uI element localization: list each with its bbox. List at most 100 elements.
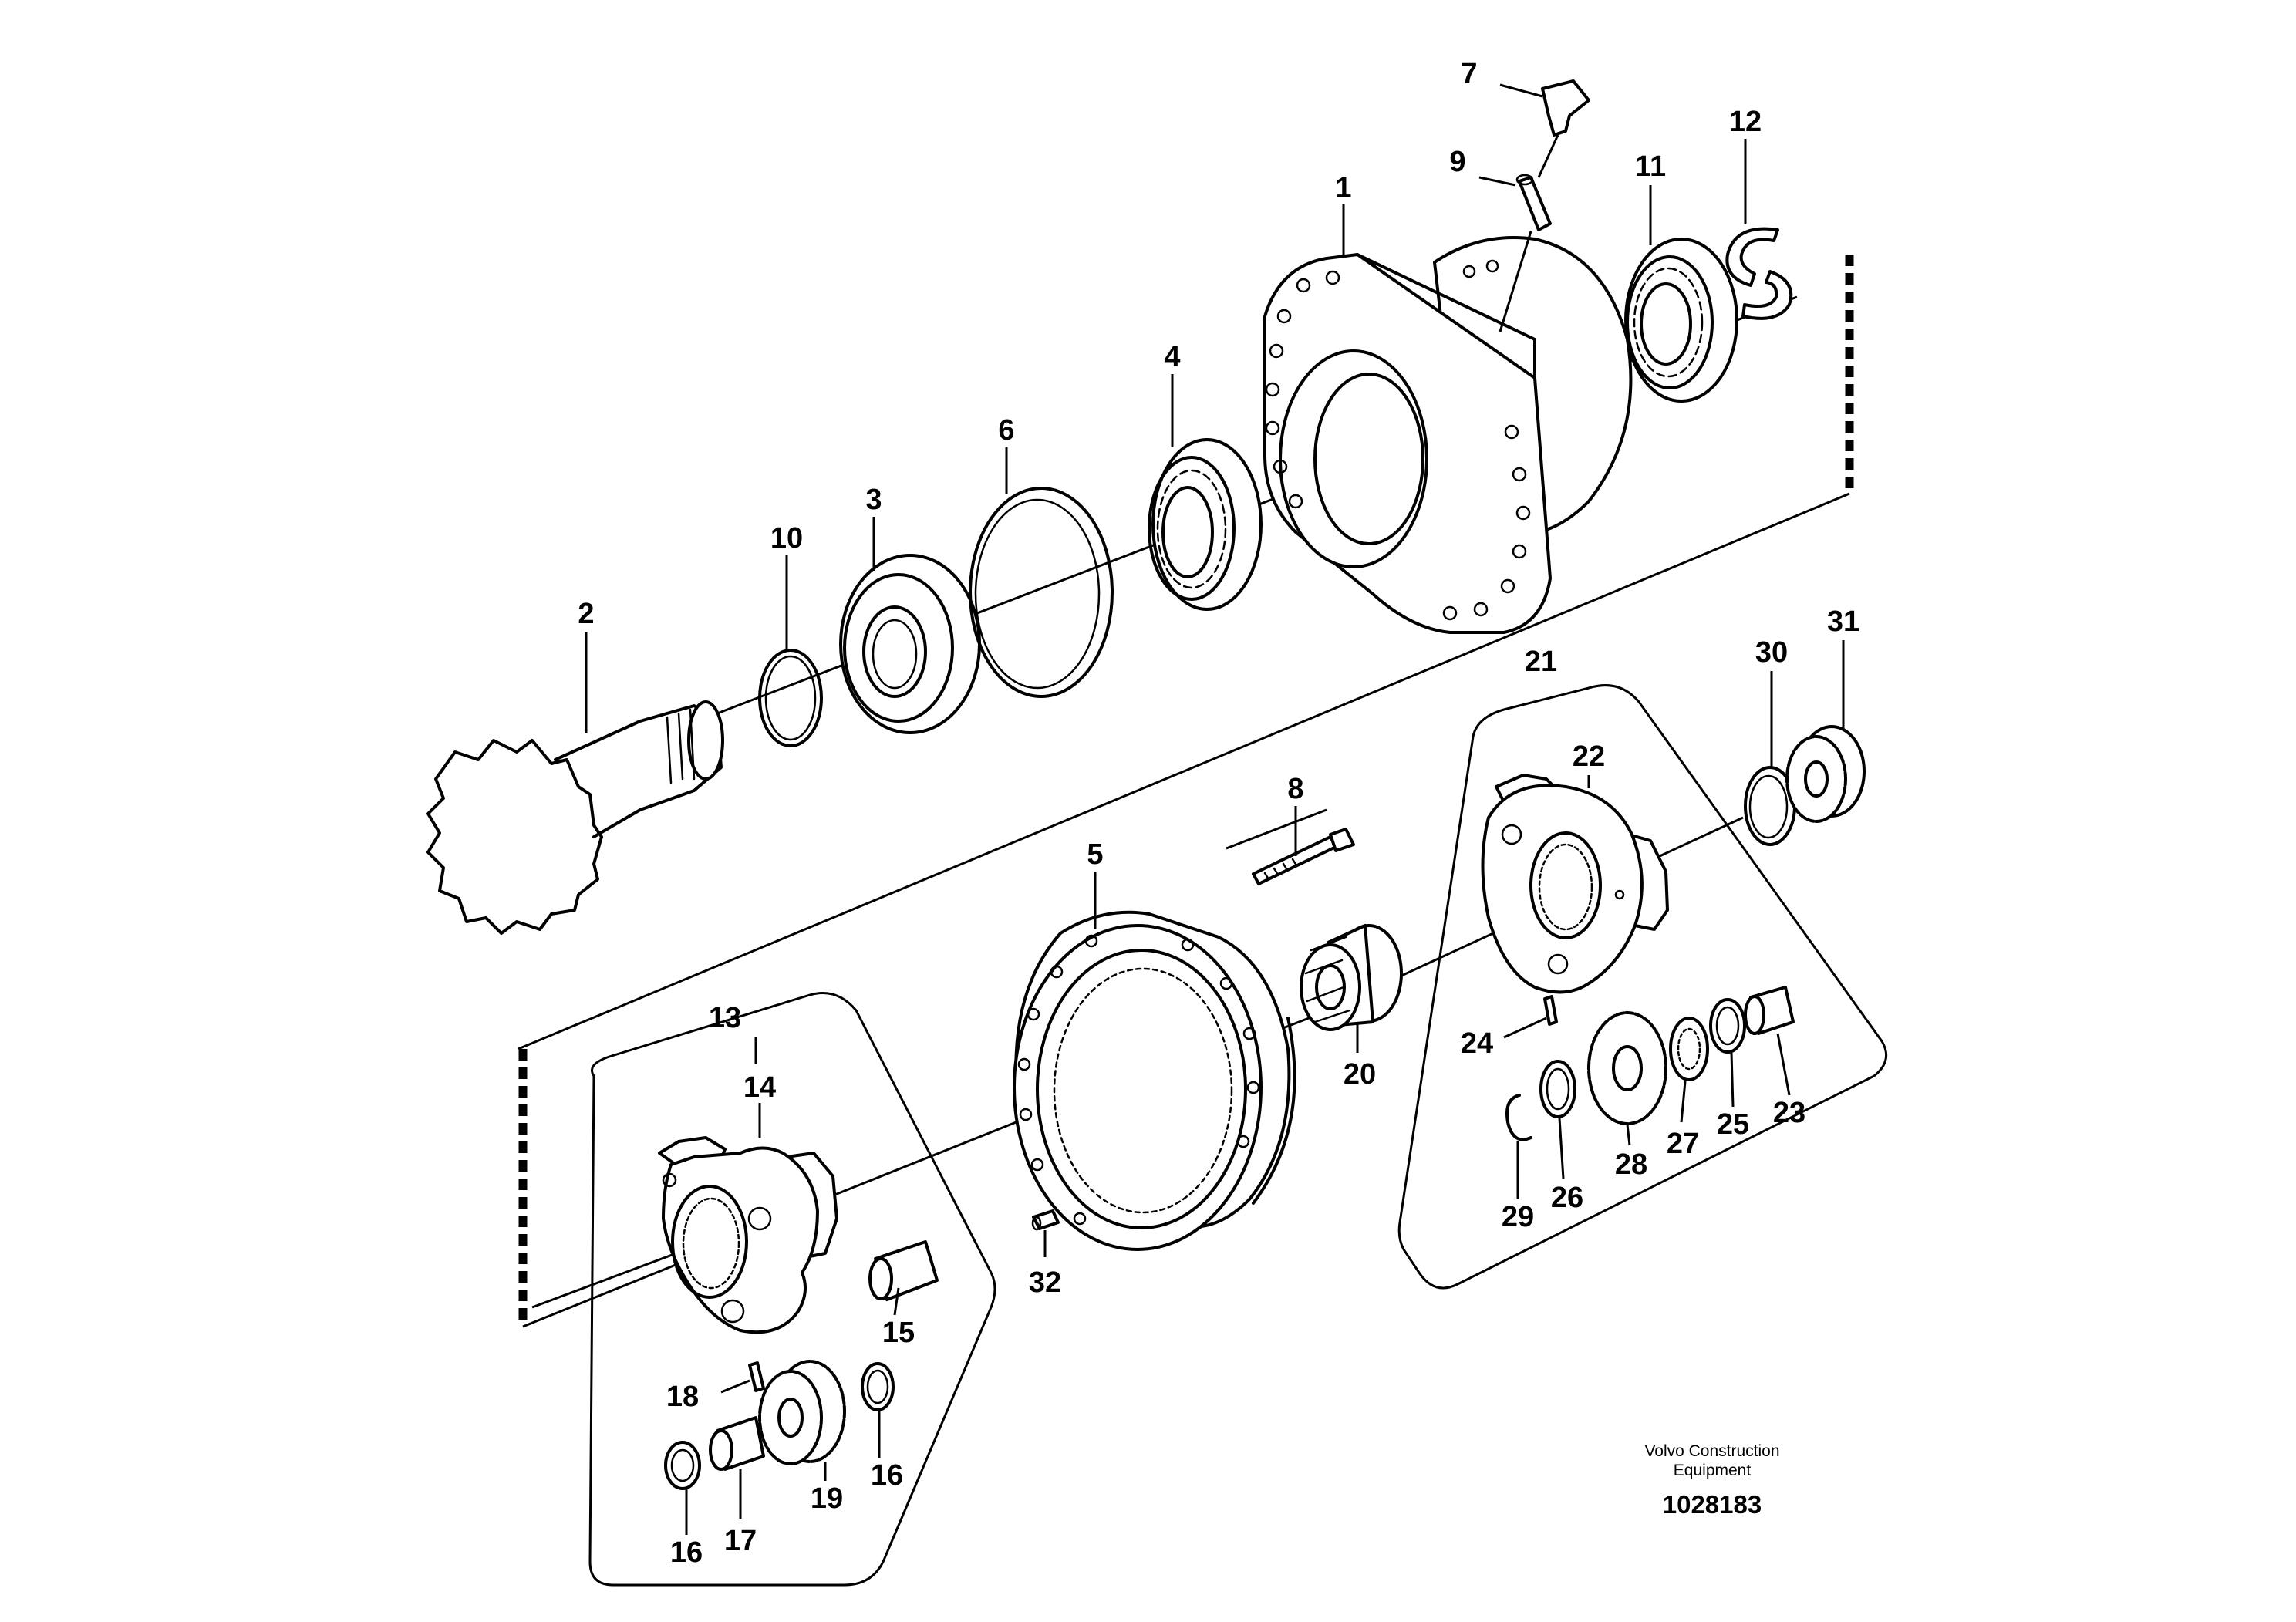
part-20-sun-gear [1300, 924, 1403, 1031]
carrier-hole-bottom [1547, 953, 1569, 975]
callout-14: 14 [743, 1071, 776, 1104]
part-18-roll-pin [748, 1361, 765, 1392]
callout-19: 19 [811, 1482, 843, 1515]
callout-1: 1 [1335, 172, 1351, 204]
drawing-reference-number: 1028183 [1663, 1490, 1762, 1519]
part-26-washer-outer [1539, 1060, 1576, 1118]
part-16-washer-right-inner [866, 1369, 889, 1404]
carrier-14-hole-top [747, 1206, 772, 1231]
part-10-o-ring-inner [764, 655, 817, 741]
callout-22: 22 [1573, 740, 1605, 773]
callout-31: 31 [1827, 605, 1859, 638]
callout-29: 29 [1502, 1201, 1534, 1233]
subassembly-21-outline [1397, 684, 1888, 1290]
callout-32: 32 [1029, 1266, 1061, 1299]
callout-25: 25 [1717, 1108, 1749, 1141]
callout-13: 13 [709, 1002, 741, 1034]
part-16-washer-right [861, 1362, 895, 1411]
bearing-11-inner [1640, 282, 1692, 366]
carrier-14-hole-left [662, 1172, 677, 1188]
part-3-seal [839, 554, 981, 734]
planet-28-bore [1612, 1045, 1643, 1091]
housing-bolt-holes [1265, 259, 1531, 621]
carrier-14-spline-inner [682, 1197, 740, 1290]
credit-line-2: Equipment [1674, 1462, 1752, 1479]
callout-18: 18 [666, 1381, 699, 1413]
bearing-outer [1151, 438, 1263, 611]
seal-bore [862, 605, 927, 698]
callout-15: 15 [882, 1317, 915, 1349]
credit-line-1: Volvo Construction [1644, 1442, 1779, 1460]
housing-flange-edge [1356, 253, 1536, 379]
callout-9: 9 [1449, 146, 1465, 178]
part-8-bolt [1252, 828, 1355, 885]
part-7-fitting [1499, 79, 1590, 332]
callout-4: 4 [1164, 341, 1180, 373]
pinion-spline-end [687, 700, 724, 781]
boundary-line-upper [518, 492, 1850, 1050]
ring-gear-bolt-holes [1017, 934, 1260, 1226]
part-25-washer-outer [1709, 998, 1746, 1054]
part-28-planet-gear [1587, 1011, 1667, 1125]
gear-31-face [1785, 735, 1847, 823]
callout-2: 2 [578, 598, 594, 630]
callout-28: 28 [1615, 1148, 1647, 1181]
part-16-washer-left [664, 1441, 701, 1490]
bearing-rollers [1156, 469, 1227, 589]
callout-10: 10 [770, 522, 803, 555]
callout-16-left: 16 [670, 1536, 703, 1569]
callout-7: 7 [1461, 58, 1477, 90]
ring-gear-rim [1252, 1017, 1296, 1205]
callout-24: 24 [1461, 1027, 1493, 1060]
callout-11: 11 [1635, 150, 1666, 183]
callout-8: 8 [1287, 773, 1303, 805]
sun-gear-face [1300, 943, 1361, 1031]
seal-face [843, 573, 954, 723]
part-32-pin [1031, 1209, 1060, 1231]
part-30-washer-inner [1748, 774, 1789, 839]
part-17-bushing [709, 1416, 765, 1471]
part-26-washer-inner [1546, 1067, 1570, 1111]
part-11-bearing [1624, 238, 1738, 403]
part-29-snap-ring [1505, 1094, 1532, 1141]
carrier-14-hole-bottom [720, 1299, 745, 1324]
bearing-11-race [1626, 255, 1714, 389]
part-19-planet-gear [758, 1360, 846, 1465]
part-12-split-rings [1725, 227, 1793, 320]
part-27-needle-bearing [1669, 1017, 1709, 1081]
callout-27: 27 [1667, 1128, 1699, 1160]
part-15-planet-pin [868, 1240, 939, 1301]
carrier-spline-inner [1538, 843, 1593, 931]
assembly-boundary [518, 255, 1854, 1328]
part-6-ring-inner [974, 498, 1101, 690]
callout-17: 17 [724, 1525, 757, 1557]
pinion-spline-lines [666, 708, 696, 784]
gear-31-bore [1804, 760, 1829, 798]
callout-20: 20 [1344, 1058, 1376, 1091]
part-14-planet-carrier [658, 1136, 838, 1334]
carrier-spline-bore [1529, 831, 1602, 939]
callout-12: 12 [1729, 106, 1762, 138]
housing-bore-outer [1279, 349, 1428, 568]
callout-5: 5 [1087, 838, 1103, 871]
planet-19-bore [777, 1398, 804, 1438]
carrier-14-spline-bore [671, 1185, 748, 1299]
part-22-planet-carrier [1481, 774, 1669, 994]
part-1-housing [1263, 236, 1633, 634]
planet-19-face [758, 1370, 823, 1465]
callout-labels: 1 2 3 4 5 6 7 8 9 10 11 12 13 14 15 16 1… [578, 58, 1859, 1569]
part-10-o-ring [758, 649, 823, 747]
subassembly-13-outline [588, 992, 996, 1587]
part-23-planet-pin [1744, 986, 1795, 1035]
part-25-washer-inner [1715, 1006, 1740, 1046]
part-2-pinion-shaft [426, 700, 724, 935]
credit-block: Volvo Construction Equipment 1028183 [1644, 1442, 1779, 1519]
axis-middle [1226, 808, 1327, 850]
callout-16-right: 16 [871, 1459, 903, 1492]
bearing-race [1148, 456, 1236, 601]
part-4-bearing [1148, 438, 1263, 611]
carrier-body [1481, 784, 1644, 994]
carrier-hole-right [1614, 889, 1625, 900]
part-16-washer-left-inner [670, 1448, 695, 1482]
